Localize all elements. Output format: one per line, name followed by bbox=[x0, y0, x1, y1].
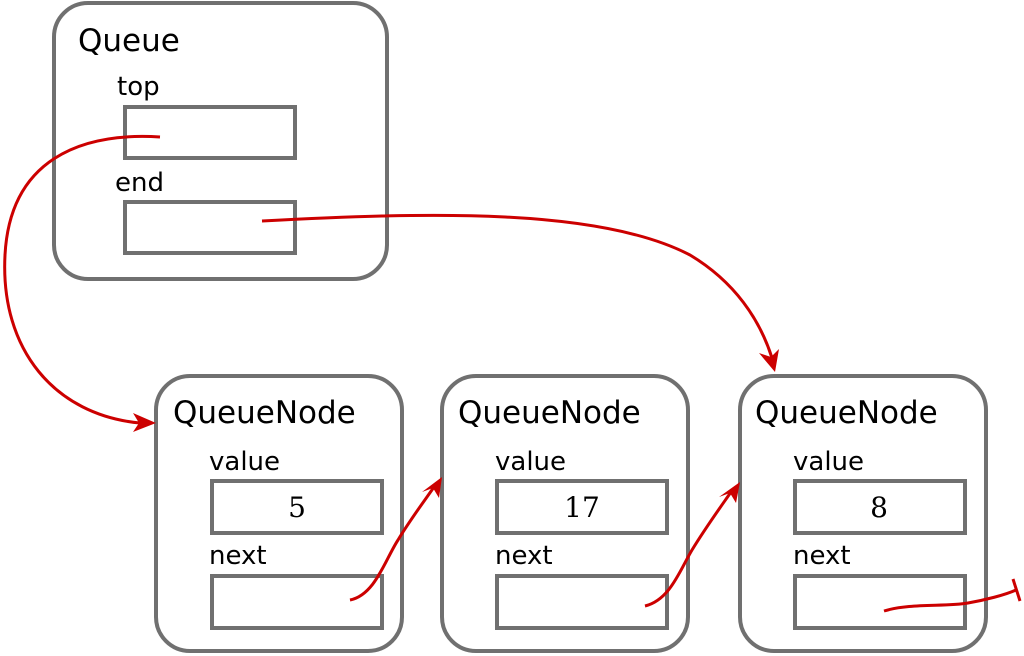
end-field bbox=[123, 200, 297, 255]
node-title: QueueNode bbox=[458, 395, 641, 431]
end-pointer-arrow bbox=[261, 213, 774, 359]
value-field bbox=[210, 479, 384, 535]
next-label: next bbox=[495, 541, 553, 571]
node-title: QueueNode bbox=[173, 395, 356, 431]
node-value: 5 bbox=[288, 491, 306, 524]
next-pointer-arrow-2 bbox=[644, 491, 733, 608]
queue-title: Queue bbox=[78, 23, 180, 59]
queue-node-1: QueueNode value 5 next bbox=[154, 374, 404, 653]
next-pointer-arrowhead-2 bbox=[719, 482, 740, 503]
value-field bbox=[495, 479, 669, 535]
null-pointer bbox=[883, 588, 1017, 613]
value-label: value bbox=[793, 447, 864, 477]
next-field bbox=[495, 574, 669, 630]
queue-node-3: QueueNode value 8 next bbox=[738, 374, 988, 653]
next-field bbox=[793, 574, 967, 630]
next-field bbox=[210, 574, 384, 630]
next-pointer-arrow-1 bbox=[349, 486, 436, 602]
value-label: value bbox=[495, 447, 566, 477]
next-label: next bbox=[209, 541, 267, 571]
node-value: 17 bbox=[564, 491, 600, 524]
next-pointer-arrowhead-1 bbox=[422, 477, 442, 498]
next-label: next bbox=[793, 541, 851, 571]
end-pointer-arrowhead bbox=[759, 349, 779, 372]
top-field bbox=[123, 105, 297, 160]
top-pointer-arrow bbox=[3, 134, 161, 425]
top-label: top bbox=[117, 72, 160, 102]
queue-struct: Queue top end bbox=[52, 1, 389, 281]
value-field bbox=[793, 479, 967, 535]
pointers bbox=[3, 134, 1022, 613]
node-value: 8 bbox=[870, 491, 888, 524]
node-title: QueueNode bbox=[755, 395, 938, 431]
value-label: value bbox=[209, 447, 280, 477]
null-pointer-terminator bbox=[1011, 578, 1022, 602]
queue-node-2: QueueNode value 17 next bbox=[440, 374, 690, 653]
end-label: end bbox=[115, 168, 164, 198]
top-pointer-arrowhead bbox=[133, 413, 156, 432]
